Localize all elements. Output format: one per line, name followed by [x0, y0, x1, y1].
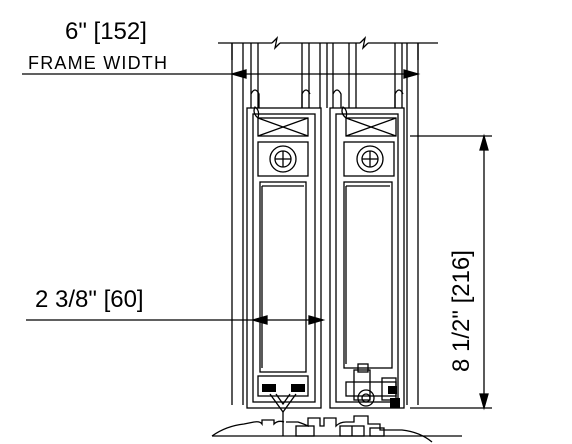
panel-glazing-lines: [250, 43, 403, 108]
frame-extension-lines: [231, 43, 419, 60]
frame-height-dimension-text: 8 1/2" [216]: [448, 250, 475, 372]
frame-height-dimension-line: [410, 133, 492, 411]
panel-width-dimension-line: [26, 315, 326, 325]
left-roller-icon: [269, 145, 297, 173]
sill-profile: [211, 415, 462, 443]
left-bottom-guide: [269, 393, 297, 436]
right-panel: [329, 89, 405, 409]
left-panel: [246, 89, 322, 409]
right-bottom-seal: [388, 386, 400, 408]
panel-width-dimension-text: 2 3/8" [60]: [35, 286, 144, 313]
right-bottom-roller-assembly: [345, 363, 397, 407]
frame-width-label: FRAME WIDTH: [28, 53, 168, 73]
right-roller-icon: [356, 145, 384, 173]
frame-width-dimension-text: 6" [152]: [65, 18, 147, 45]
left-bottom-seal: [262, 384, 305, 392]
outer-frame-jambs: [231, 43, 419, 405]
